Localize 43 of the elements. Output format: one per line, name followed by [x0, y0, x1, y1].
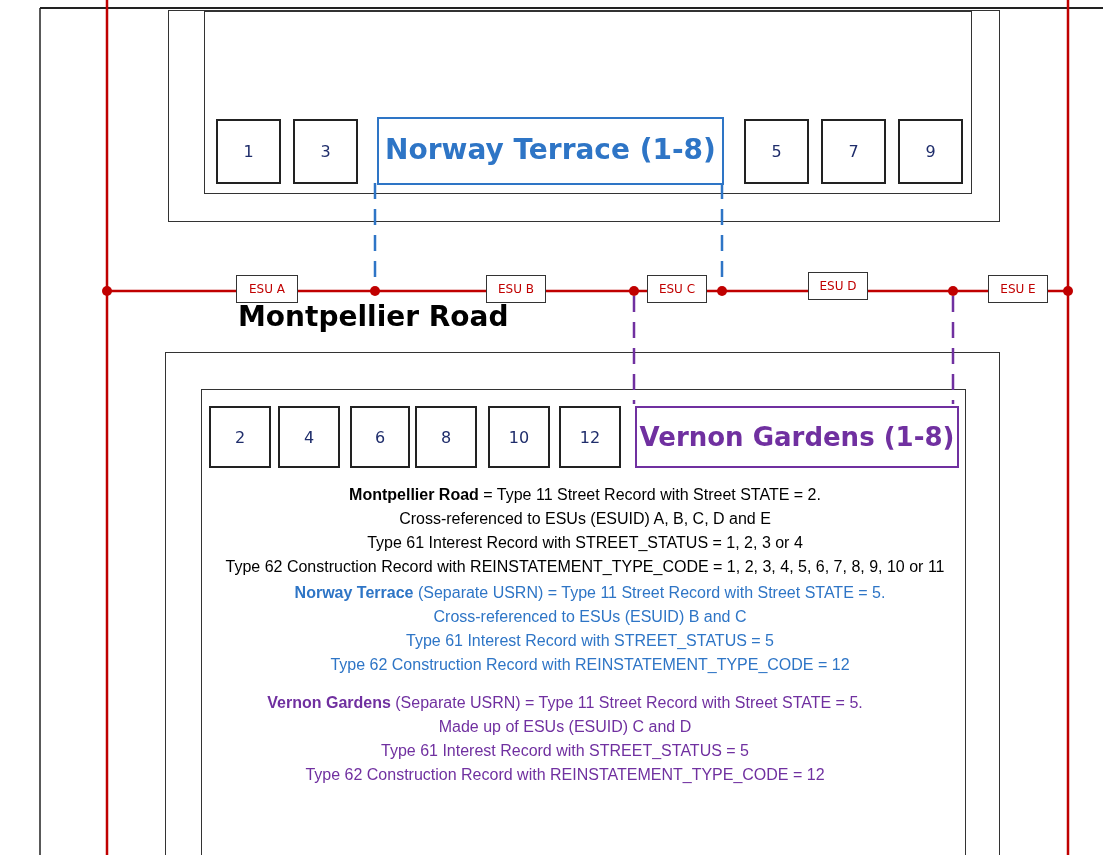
junction-dot [717, 286, 727, 296]
esu-label-box: ESU D [808, 272, 868, 300]
record-note: Type 61 Interest Record with STREET_STATUS = 5 [381, 742, 749, 760]
record-note: Type 61 Interest Record with STREET_STATUS = 5 [406, 632, 774, 650]
building-outline [204, 11, 972, 194]
house-plot: 1 [216, 119, 281, 184]
record-note: Type 62 Construction Record with REINSTATEMENT_TYPE_CODE = 12 [305, 766, 825, 784]
record-note: Type 61 Interest Record with STREET_STATUS = 1, 2, 3 or 4 [367, 534, 803, 552]
esu-label-box: ESU B [486, 275, 546, 303]
building-block [168, 10, 1000, 222]
junction-dot [370, 286, 380, 296]
house-plot: 2 [209, 406, 271, 468]
record-note: Montpellier Road = Type 11 Street Record with Street STATE = 2. [349, 486, 821, 504]
house-plot: 7 [821, 119, 886, 184]
junction-dot [629, 286, 639, 296]
record-note: Cross-referenced to ESUs (ESUID) B and C [433, 608, 747, 626]
junction-dot [102, 286, 112, 296]
house-plot: 6 [350, 406, 410, 468]
junction-dot [1063, 286, 1073, 296]
record-note: Type 62 Construction Record with REINSTATEMENT_TYPE_CODE = 1, 2, 3, 4, 5, 6, 7, 8, 9, 10 or 11 [225, 558, 945, 576]
house-plot: 4 [278, 406, 340, 468]
record-note: Cross-referenced to ESUs (ESUID) A, B, C, D and E [399, 510, 771, 528]
dashed-line [951, 296, 955, 404]
dashed-line [632, 296, 636, 404]
street-name-box: Norway Terrace (1-8) [377, 117, 724, 185]
house-plot: 9 [898, 119, 963, 184]
record-note: Vernon Gardens (Separate USRN) = Type 11 Street Record with Street STATE = 5. [267, 694, 863, 712]
house-plot: 10 [488, 406, 550, 468]
house-plot: 5 [744, 119, 809, 184]
house-plot: 3 [293, 119, 358, 184]
record-note: Norway Terrace (Separate USRN) = Type 11 Street Record with Street STATE = 5. [294, 584, 886, 602]
house-plot: 12 [559, 406, 621, 468]
esu-label-box: ESU C [647, 275, 707, 303]
street-name-box: Vernon Gardens (1-8) [635, 406, 959, 468]
house-plot: 8 [415, 406, 477, 468]
building-outline [201, 389, 966, 855]
esu-label-box: ESU E [988, 275, 1048, 303]
street-name: Montpellier Road [238, 300, 509, 333]
record-note: Type 62 Construction Record with REINSTATEMENT_TYPE_CODE = 12 [330, 656, 850, 674]
junction-dot [948, 286, 958, 296]
record-note: Made up of ESUs (ESUID) C and D [438, 718, 692, 736]
esu-label-box: ESU A [236, 275, 298, 303]
building-block [165, 352, 1000, 855]
